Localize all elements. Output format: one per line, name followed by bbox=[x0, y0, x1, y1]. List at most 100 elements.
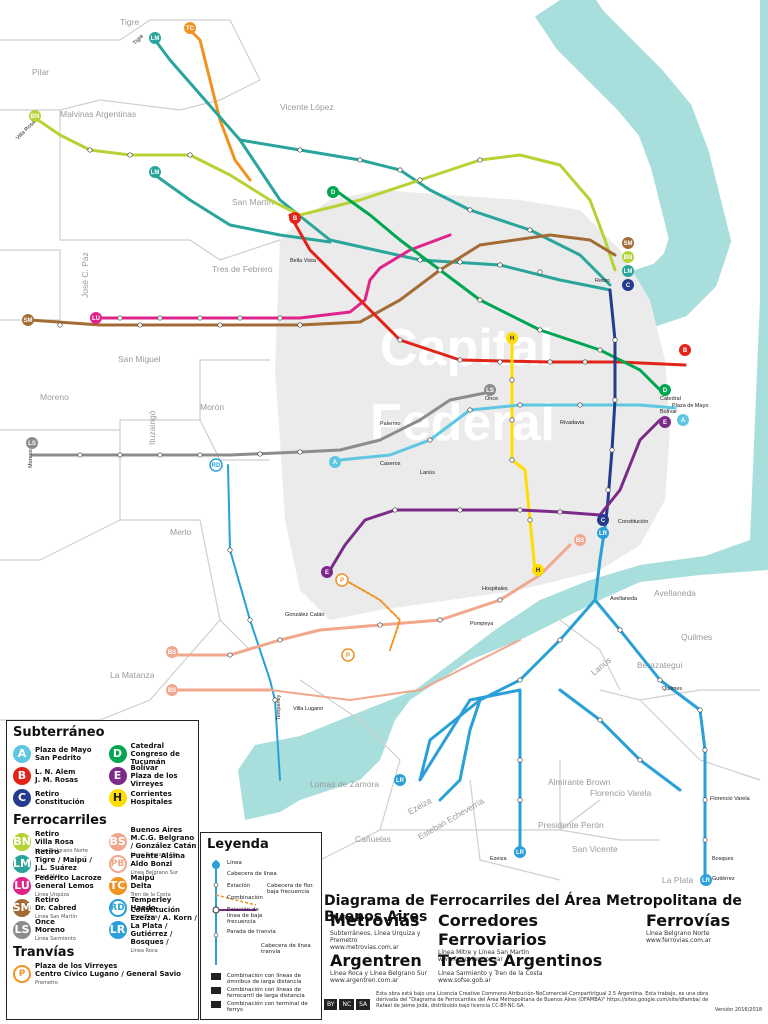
badge-e: E bbox=[663, 420, 667, 426]
badge-a: A bbox=[681, 418, 686, 424]
line-operator-name: Línea Roca bbox=[130, 913, 158, 920]
badge-lr: LR bbox=[516, 850, 525, 856]
legend-item: Cabecera de flor. baja frecuencia bbox=[267, 883, 314, 895]
operator-name: Metrovías bbox=[330, 911, 420, 930]
line-terminal-2: Plaza de los Virreyes bbox=[130, 772, 178, 788]
line-terminal-2: M.C.G. Belgrano / González Catán bbox=[130, 833, 197, 850]
line-badge-icon: BS bbox=[108, 833, 127, 851]
line-badge-icon: A bbox=[13, 745, 31, 763]
rio-de-la-plata bbox=[238, 0, 768, 820]
line-tc bbox=[188, 28, 252, 182]
badge-c: C bbox=[626, 283, 631, 289]
line-terminal-2: General Lemos bbox=[35, 881, 94, 890]
line-terminal-1: Once bbox=[35, 917, 55, 926]
badge-lr: LR bbox=[599, 531, 608, 537]
region-label: La Matanza bbox=[110, 670, 155, 680]
line-terminal-1: Puente Alsina bbox=[130, 851, 185, 860]
region-label: Malvinas Argentinas bbox=[60, 109, 136, 119]
station-name: Villa Rosa bbox=[15, 119, 37, 141]
line-terminal-2: San Pedrito bbox=[35, 754, 82, 762]
line-badge-icon: E bbox=[108, 767, 127, 785]
line-terminal-1: Retiro bbox=[35, 829, 60, 838]
line-badge-icon: LS bbox=[13, 921, 31, 939]
cc-badge: BY bbox=[324, 999, 338, 1010]
region-label: Quilmes bbox=[681, 632, 712, 642]
operator-url[interactable]: www.metrovias.com.ar bbox=[330, 944, 399, 951]
station-name: Bella Vista bbox=[290, 258, 317, 264]
line-operator-name: Línea Roca bbox=[130, 947, 158, 954]
line-badge-icon: TC bbox=[108, 877, 127, 895]
badge-ls: LS bbox=[28, 441, 36, 447]
operator-url[interactable]: www.argentren.com.ar bbox=[330, 977, 399, 984]
line-a bbox=[338, 403, 677, 462]
line-badge-icon: D bbox=[108, 745, 127, 763]
operator-url[interactable]: www.ferrovias.com.ar bbox=[646, 937, 712, 944]
region-label: Cañuelas bbox=[355, 834, 391, 844]
line-badge-icon: RD bbox=[108, 899, 127, 917]
badge-a: A bbox=[333, 460, 338, 466]
badge-bs: BS bbox=[168, 650, 176, 656]
cc-badge: NC bbox=[339, 999, 355, 1010]
line-terminal-2: Tigre / Maipú / J.L. Suárez bbox=[35, 855, 92, 872]
line-badge-icon: H bbox=[108, 789, 127, 807]
operator-url[interactable]: www.sofse.gob.ar bbox=[438, 977, 492, 984]
region-label: Merlo bbox=[170, 527, 192, 537]
line-operator-name: Premetro bbox=[35, 979, 58, 986]
region-label: Avellaneda bbox=[654, 588, 696, 598]
line-ls bbox=[30, 390, 492, 457]
station-name: Quilmes bbox=[662, 686, 682, 692]
map-badges: TC LM LM BN LU SM SM BN LM C LS LS RD C … bbox=[22, 22, 712, 886]
diagram-title: Diagrama de Ferrocarriles del Área Metro… bbox=[324, 893, 742, 925]
line-terminal-1: L. N. Alem bbox=[35, 768, 76, 776]
station-names: Retiro Constitución Once Plaza de Mayo C… bbox=[15, 33, 750, 882]
badge-d: D bbox=[331, 190, 336, 196]
badge-tc: TC bbox=[186, 26, 195, 32]
station-name: Ezeiza bbox=[490, 856, 507, 862]
line-terminal-1: Corrientes bbox=[130, 790, 172, 798]
region-label: Berazategui bbox=[637, 660, 682, 670]
line-terminal-2: Villa Rosa bbox=[35, 837, 74, 846]
line-terminal-2: Moreno bbox=[35, 925, 65, 934]
region-label: Moreno bbox=[40, 392, 69, 402]
legend-item: Línea bbox=[227, 860, 242, 866]
operator-trenes-argentinos: Trenes Argentinos Línea Sarmiento y Tren… bbox=[438, 951, 638, 984]
line-lm-suarez bbox=[153, 173, 332, 244]
badge-lm: LM bbox=[624, 269, 633, 275]
badge-lu: LU bbox=[92, 316, 100, 322]
operator-sub: Línea Sarmiento y Tren de la Costa bbox=[438, 970, 543, 977]
operator-url[interactable]: www.ferrovias.com.ar bbox=[438, 956, 504, 963]
legend-item: Parada de tranvía bbox=[227, 929, 276, 935]
badge-bs: BS bbox=[576, 538, 584, 544]
line-premetro bbox=[344, 579, 401, 651]
station-name: Palermo bbox=[380, 421, 400, 427]
region-label: San Miguel bbox=[118, 354, 161, 364]
subte-title: Subterráneo bbox=[13, 725, 105, 740]
line-badge-icon: LM bbox=[13, 855, 31, 873]
badge-b: B bbox=[683, 348, 688, 354]
line-operator-name: Línea Sarmiento bbox=[35, 935, 76, 942]
line-terminal-1: Federico Lacroze bbox=[35, 873, 102, 882]
line-lr-varela bbox=[558, 688, 682, 792]
station-name: Caseros bbox=[380, 461, 401, 467]
